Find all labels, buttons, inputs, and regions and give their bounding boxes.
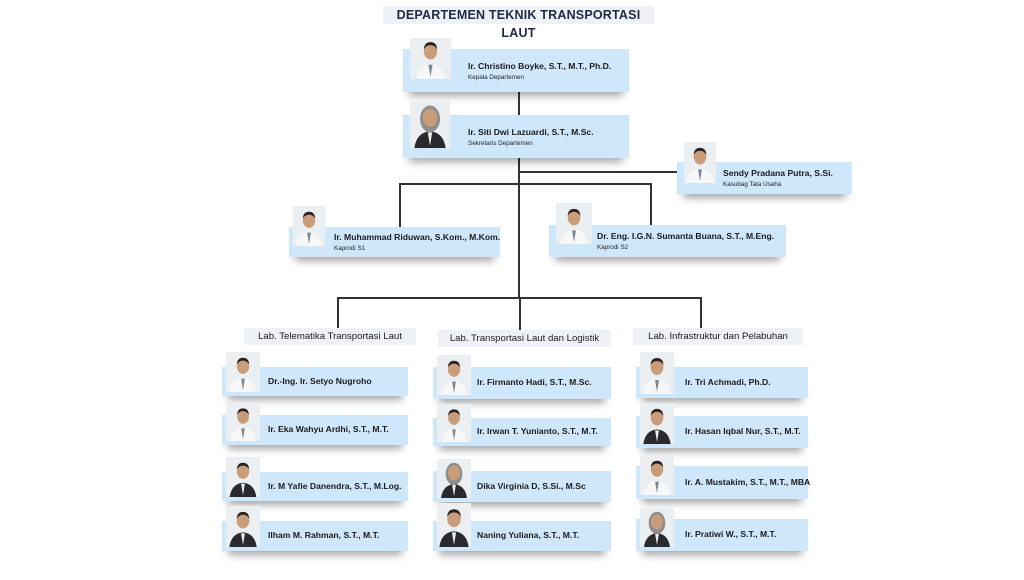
portrait-photo xyxy=(684,142,716,183)
portrait-photo xyxy=(640,508,674,547)
member-name: Dr.-Ing. Ir. Setyo Nugroho xyxy=(268,375,372,386)
portrait-photo xyxy=(556,203,592,244)
portrait-photo xyxy=(640,455,674,495)
person-role: Kasubag Tata Usaha xyxy=(723,181,782,188)
portrait-photo xyxy=(437,404,471,442)
member-name: Naning Yuliana, S.T., M.T. xyxy=(477,530,580,540)
connector-lab-2 xyxy=(519,297,521,330)
portrait-photo xyxy=(437,355,471,395)
chart-title: DEPARTEMEN TEKNIK TRANSPORTASI LAUT xyxy=(383,6,654,40)
person-role: Kaprodi S1 xyxy=(334,245,366,252)
lab-header: Lab. Telematika Transportasi Laut xyxy=(244,328,416,345)
member-name: Dika Virginia D, S.Si., M.Sc xyxy=(477,480,586,491)
connector-lab-1 xyxy=(337,297,339,328)
portrait-photo xyxy=(640,403,674,444)
lab-header: Lab. Transportasi Laut dan Logistik xyxy=(438,330,611,347)
member-name: Ir. Pratiwi W., S.T., M.T. xyxy=(685,529,777,539)
member-name: Ir. Firmanto Hadi, S.T., M.Sc. xyxy=(477,377,592,387)
member-name: Ir. Tri Achmadi, Ph.D. xyxy=(685,376,771,387)
portrait-photo xyxy=(293,206,325,246)
lab-header: Lab. Infrastruktur dan Pelabuhan xyxy=(633,328,803,345)
portrait-photo xyxy=(640,352,674,394)
portrait-photo xyxy=(437,459,471,498)
connector-lab-3 xyxy=(700,297,702,328)
person-name: Sendy Pradana Putra, S.Si. xyxy=(723,168,833,178)
connector-s1 xyxy=(399,183,401,227)
member-name: Ir. Hasan Iqbal Nur, S.T., M.T. xyxy=(685,426,801,436)
person-role: Kepala Departemen xyxy=(468,74,525,81)
connector-main xyxy=(518,92,520,298)
person-name: Dr. Eng. I.G.N. Sumanta Buana, S.T., M.E… xyxy=(597,231,775,241)
portrait-photo xyxy=(437,503,471,547)
person-name: Ir. Muhammad Riduwan, S.Kom., M.Kom. xyxy=(334,232,501,242)
portrait-photo xyxy=(226,457,260,497)
person-name: Ir. Christino Boyke, S.T., M.T., Ph.D. xyxy=(468,61,612,71)
member-name: Ir. A. Mustakim, S.T., M.T., MBA xyxy=(685,476,811,487)
portrait-photo xyxy=(226,352,260,392)
portrait-photo xyxy=(226,403,260,441)
connector-kaprodi xyxy=(399,183,651,185)
portrait-photo xyxy=(410,38,451,79)
member-name: Ir. Irwan T. Yunianto, S.T., M.T. xyxy=(477,426,598,436)
person-role: Sekretaris Departemen xyxy=(468,140,533,147)
portrait-photo xyxy=(410,101,450,148)
connector-s2 xyxy=(650,183,652,225)
member-name: Ir. M Yafie Danendra, S.T., M.Log. xyxy=(268,480,402,491)
person-role: Kaprodi S2 xyxy=(597,244,629,251)
member-name: Ilham M. Rahman, S.T., M.T. xyxy=(268,530,380,540)
person-name: Ir. Siti Dwi Lazuardi, S.T., M.Sc. xyxy=(468,127,594,137)
connector-tu xyxy=(519,171,679,173)
member-name: Ir. Eka Wahyu Ardhi, S.T., M.T. xyxy=(268,424,389,434)
portrait-photo xyxy=(226,506,260,547)
